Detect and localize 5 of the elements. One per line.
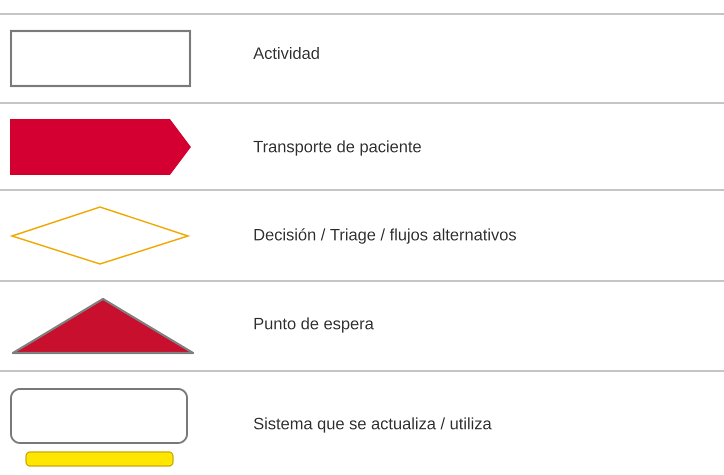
legend-text: Transporte de paciente — [254, 140, 421, 156]
legend-text: Punto de espera — [254, 317, 374, 333]
legend-text: Sistema que se actualiza / utiliza — [254, 417, 492, 433]
legend-text: Decisión / Triage / flujos alternativos — [254, 228, 516, 244]
legend-text: Actividad — [253, 46, 319, 60]
